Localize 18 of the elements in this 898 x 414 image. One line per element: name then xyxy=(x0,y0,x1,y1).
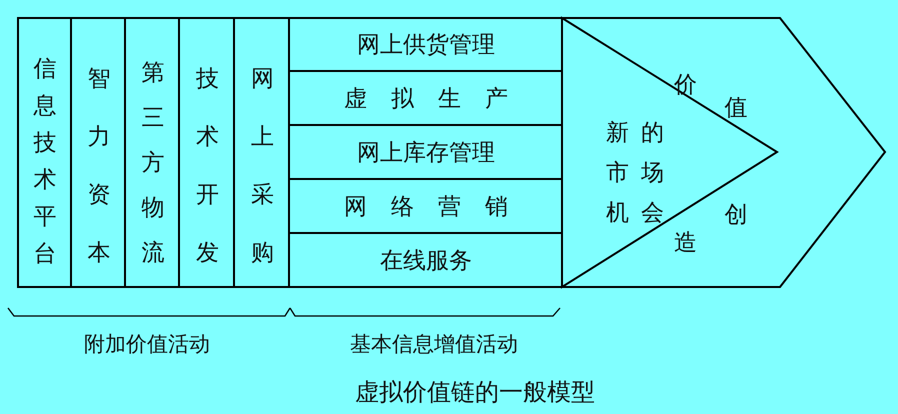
activity-label: 网上供货管理 xyxy=(356,31,496,59)
activity-label: 网络营销 xyxy=(343,193,533,221)
bracket-label: 附加价值活动 xyxy=(84,331,210,358)
activity-label: 智力资本 xyxy=(88,65,110,267)
activity-label: 第三方物流 xyxy=(142,59,164,267)
activity-label: 虚拟生产 xyxy=(343,85,533,113)
value-text: 创造 xyxy=(674,201,748,256)
opportunity-text: 新的市场机会 xyxy=(606,119,677,227)
activity-label: 在线服务 xyxy=(379,246,473,274)
caption: 虚拟价值链的一般模型 xyxy=(355,379,595,408)
bracket-label: 基本信息增值活动 xyxy=(350,331,518,358)
opportunity-triangle xyxy=(562,18,779,287)
activity-label: 网上采购 xyxy=(251,65,274,267)
activity-label: 技术开发 xyxy=(196,65,219,267)
activity-label: 信息技术平台 xyxy=(34,55,56,268)
value-text: 价值 xyxy=(674,73,748,119)
activity-label: 网上库存管理 xyxy=(356,139,496,167)
value-chain-arrow-shape xyxy=(18,18,886,288)
